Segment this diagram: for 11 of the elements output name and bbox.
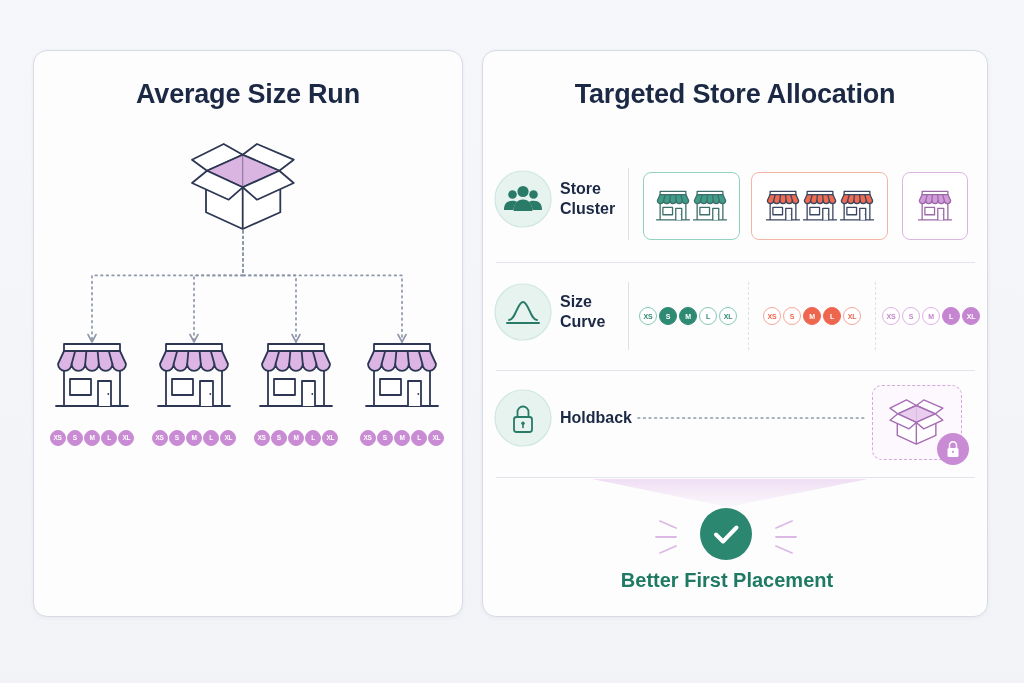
panel-title: Targeted Store Allocation (574, 78, 896, 111)
row-label: Store Cluster (560, 179, 617, 219)
connector-line (637, 417, 867, 419)
result-label: Better First Placement (620, 568, 834, 592)
row-label: Holdback (560, 408, 632, 428)
panel-card (33, 50, 463, 617)
panel-title: Average Size Run (136, 78, 360, 111)
open-box-illustration (190, 142, 296, 231)
dashed-frame (872, 385, 962, 460)
row-label: Size Curve (560, 292, 607, 332)
arrow (242, 230, 407, 343)
